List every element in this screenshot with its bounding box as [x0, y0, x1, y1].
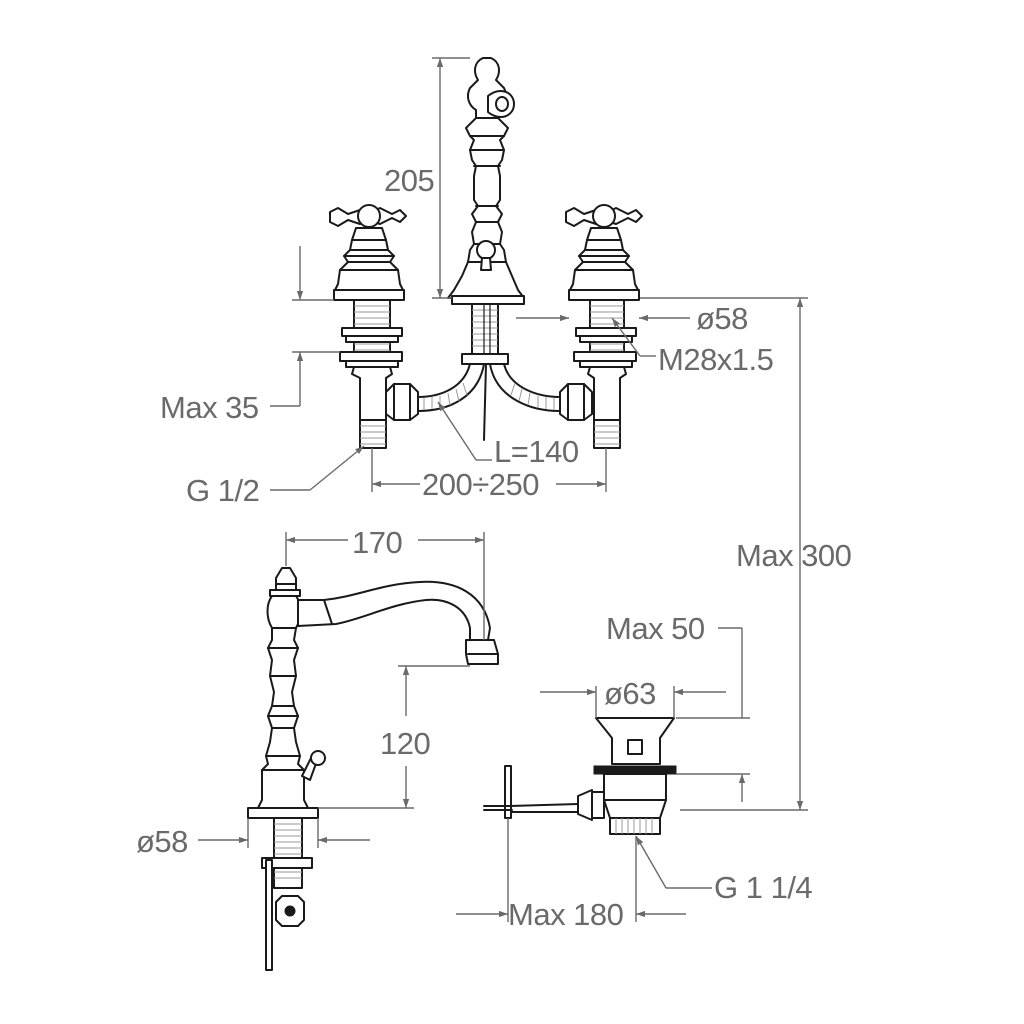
dim-tap-spacing: 200÷250 — [422, 467, 539, 502]
dimension-lines-side — [198, 532, 485, 848]
central-spout — [447, 57, 525, 441]
dim-spout-height: 205 — [384, 163, 434, 198]
popup-waste-view — [456, 627, 750, 922]
dim-inlet-thread: G 1/2 — [186, 473, 259, 508]
dim-base-diameter-side: ø58 — [136, 824, 188, 859]
dimension-lines-top — [270, 57, 808, 811]
right-valve — [559, 204, 643, 449]
dim-hose-length: L=140 — [494, 434, 579, 469]
spout-side-view — [198, 532, 499, 971]
dim-handle-height-max: Max 35 — [160, 390, 259, 425]
dim-waste-thread: G 1 1/4 — [714, 870, 812, 905]
dim-waste-reach-max: Max 180 — [508, 897, 624, 932]
dim-mount-thread: M28x1.5 — [658, 342, 773, 377]
mixer-front-view — [270, 57, 808, 811]
dimension-lines-waste — [456, 627, 750, 922]
dimension-labels: 205 Max 35 G 1/2 L=140 200÷250 ø58 M28x1… — [136, 163, 852, 932]
left-valve — [329, 204, 419, 449]
dim-spout-clearance: 120 — [380, 726, 430, 761]
dim-base-diameter-top: ø58 — [696, 301, 748, 336]
dim-spout-reach: 170 — [352, 525, 402, 560]
dim-waste-flange-diameter: ø63 — [604, 676, 656, 711]
dim-total-max: Max 300 — [736, 538, 852, 573]
dim-waste-head-max: Max 50 — [606, 611, 705, 646]
